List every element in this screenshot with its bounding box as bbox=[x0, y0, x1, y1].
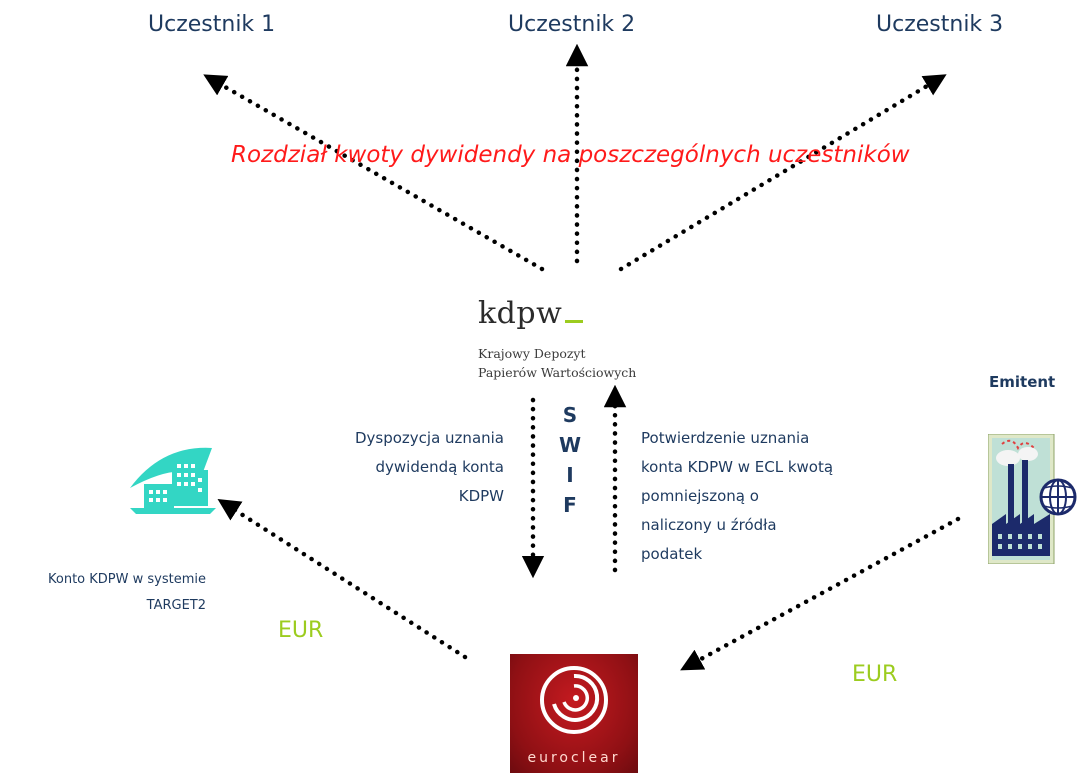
euroclear-logo: euroclear bbox=[510, 654, 638, 773]
emitent-label: Emitent bbox=[989, 373, 1056, 391]
instruction-note-line: dywidendą konta bbox=[375, 458, 504, 476]
participant-3-label: Uczestnik 3 bbox=[876, 12, 1004, 37]
target2-account-label: Konto KDPW w systemie TARGET2 bbox=[0, 567, 206, 619]
arrow-euroclear-to-target2 bbox=[217, 498, 468, 660]
kdpw-logo-word: kdpw bbox=[478, 296, 584, 331]
arrow-emitent-to-euroclear bbox=[680, 516, 961, 671]
euroclear-swirl-icon bbox=[540, 666, 608, 734]
confirmation-note-line: konta KDPW w ECL kwotą bbox=[641, 458, 834, 476]
instruction-note: Dyspozycja uznania dywidendą konta KDPW bbox=[268, 424, 504, 511]
participant-1-label: Uczestnik 1 bbox=[148, 12, 276, 37]
kdpw-subtitle-1: Krajowy Depozyt bbox=[478, 346, 586, 361]
factory-globe-icon bbox=[988, 434, 1077, 564]
swift-letter: F bbox=[563, 493, 577, 517]
confirmation-note-line: pomniejszoną o bbox=[641, 487, 759, 505]
currency-label-left: EUR bbox=[278, 618, 324, 643]
participant-2-label: Uczestnik 2 bbox=[508, 12, 636, 37]
swift-letter: S bbox=[562, 403, 578, 427]
euroclear-wordmark: euroclear bbox=[527, 750, 621, 766]
instruction-note-line: Dyspozycja uznania bbox=[354, 429, 504, 447]
kdpw-subtitle-2: Papierów Wartościowych bbox=[478, 365, 637, 380]
kdpw-underscore-mark bbox=[565, 320, 584, 323]
arrow-to-uczestnik-1 bbox=[203, 74, 545, 272]
kdpw-logo: kdpw bbox=[478, 296, 584, 331]
currency-label-right: EUR bbox=[852, 662, 898, 687]
instruction-note-line: KDPW bbox=[458, 487, 504, 505]
target2-building-icon bbox=[130, 447, 216, 514]
target2-label-line: TARGET2 bbox=[146, 598, 206, 613]
target2-label-line: Konto KDPW w systemie bbox=[48, 572, 206, 587]
swift-letter: I bbox=[566, 463, 574, 487]
distribution-caption: Rozdział kwoty dywidendy na poszczególny… bbox=[231, 142, 910, 168]
swift-vertical-label: S W I F bbox=[555, 400, 585, 520]
confirmation-note-line: podatek bbox=[641, 545, 703, 563]
confirmation-note: Potwierdzenie uznania konta KDPW w ECL k… bbox=[641, 424, 891, 572]
confirmation-note-line: Potwierdzenie uznania bbox=[641, 429, 810, 447]
arrow-to-uczestnik-3 bbox=[618, 74, 947, 272]
confirmation-note-line: naliczony u źródła bbox=[641, 516, 777, 534]
swift-letter: W bbox=[558, 433, 582, 457]
